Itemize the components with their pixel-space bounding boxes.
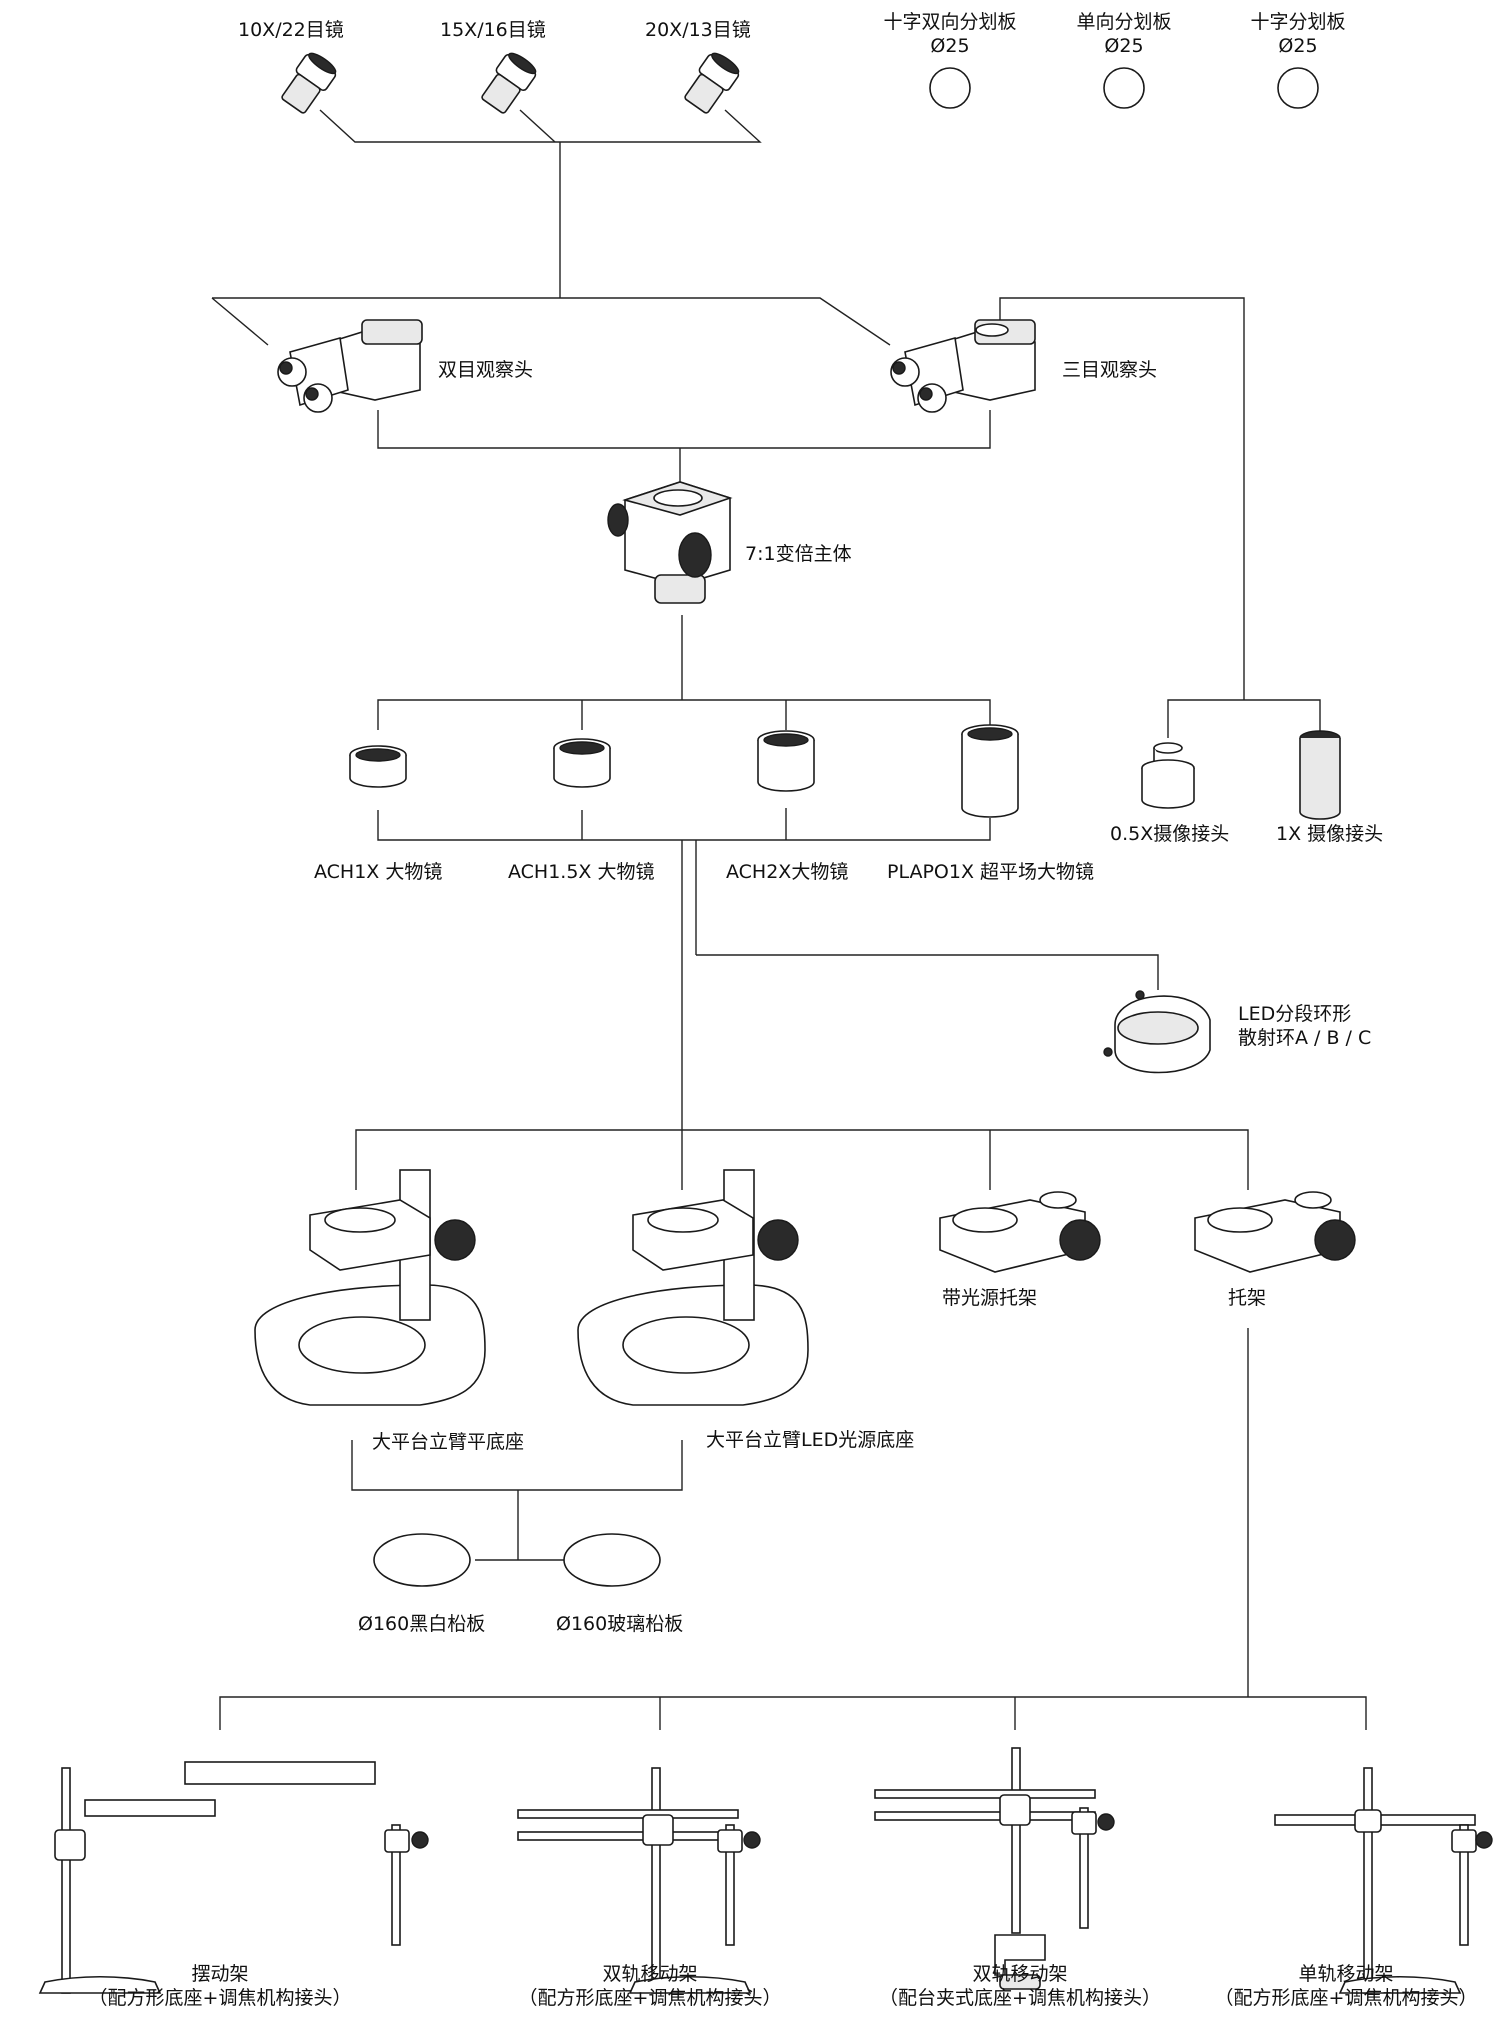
camera-adapter-05x-label: 0.5X摄像接头 — [1110, 823, 1230, 845]
dual-rail-stand-clamp-icon — [874, 1747, 1115, 1990]
dual-rail-stand-square-icon — [517, 1767, 761, 1994]
objective-ach1x-icon — [349, 745, 407, 788]
eyepiece-20x-label: 20X/13目镜 — [645, 19, 751, 41]
reticle-cross-label: 十字分划板 Ø25 — [1218, 10, 1378, 58]
eyepiece-15x-icon — [481, 52, 537, 114]
single-rail-stand-label: 单轨移动架 （配方形底座+调焦机构接头） — [1196, 1962, 1496, 2010]
plate-black-white-icon — [373, 1533, 471, 1587]
reticle-single-name: 单向分划板 — [1076, 11, 1172, 33]
objective-ach1x-label: ACH1X 大物镜 — [314, 861, 443, 883]
holder-with-light-icon — [939, 1191, 1101, 1273]
led-ring-light-line-2: 散射环A / B / C — [1238, 1027, 1372, 1049]
swing-arm-stand-name: 摆动架 — [191, 1963, 249, 1985]
holder-label: 托架 — [1228, 1287, 1267, 1309]
binocular-head-icon — [277, 319, 423, 413]
reticle-cross-size: Ø25 — [1278, 35, 1318, 57]
reticle-cross-double-label: 十字双向分划板 Ø25 — [870, 10, 1030, 58]
stand-led-base-icon — [577, 1169, 809, 1406]
objective-plapo1x-icon — [961, 724, 1019, 818]
single-rail-stand-detail: （配方形底座+调焦机构接头） — [1214, 1987, 1478, 2009]
zoom-body-icon — [607, 481, 733, 604]
stand-flat-base-label: 大平台立臂平底座 — [372, 1431, 525, 1453]
reticle-cross-double-icon — [929, 67, 971, 109]
stand-flat-base-icon — [254, 1169, 486, 1406]
reticle-cross-icon — [1277, 67, 1319, 109]
dual-rail-stand-clamp-label: 双轨移动架 （配台夹式底座+调焦机构接头） — [855, 1962, 1185, 2010]
dual-rail-stand-square-detail: （配方形底座+调焦机构接头） — [518, 1987, 782, 2009]
reticle-cross-name: 十字分划板 — [1250, 11, 1346, 33]
trinocular-head-icon — [890, 319, 1036, 413]
reticle-cross-double-name: 十字双向分划板 — [883, 11, 1017, 33]
reticle-cross-double-size: Ø25 — [930, 35, 970, 57]
dual-rail-stand-clamp-name: 双轨移动架 — [972, 1963, 1068, 1985]
dual-rail-stand-square-name: 双轨移动架 — [602, 1963, 698, 1985]
eyepiece-15x-label: 15X/16目镜 — [440, 19, 546, 41]
dual-rail-stand-square-label: 双轨移动架 （配方形底座+调焦机构接头） — [490, 1962, 810, 2010]
eyepiece-20x-icon — [684, 52, 740, 114]
camera-adapter-05x-icon — [1141, 742, 1195, 809]
eyepiece-10x-icon — [281, 52, 337, 114]
led-ring-light-icon — [1103, 990, 1211, 1074]
zoom-body-label: 7:1变倍主体 — [745, 543, 852, 565]
trinocular-head-label: 三目观察头 — [1062, 359, 1158, 381]
reticle-single-size: Ø25 — [1104, 35, 1144, 57]
objective-ach2x-label: ACH2X大物镜 — [726, 861, 849, 883]
led-ring-light-line-1: LED分段环形 — [1238, 1003, 1352, 1025]
stand-led-base-label: 大平台立臂LED光源底座 — [706, 1429, 915, 1451]
swing-arm-stand-label: 摆动架 （配方形底座+调焦机构接头） — [60, 1962, 380, 2010]
camera-adapter-1x-icon — [1299, 730, 1341, 820]
objective-ach15x-icon — [553, 738, 611, 788]
swing-arm-stand-icon — [38, 1761, 429, 1994]
connector-lines — [211, 109, 1367, 1730]
plate-glass-label: Ø160玻璃柗板 — [556, 1613, 684, 1635]
objective-plapo1x-label: PLAPO1X 超平场大物镜 — [887, 861, 1095, 883]
camera-adapter-1x-label: 1X 摄像接头 — [1276, 823, 1384, 845]
led-ring-light-label: LED分段环形 散射环A / B / C — [1238, 1002, 1371, 1050]
reticle-single-icon — [1103, 67, 1145, 109]
holder-with-light-label: 带光源托架 — [942, 1287, 1038, 1309]
holder-icon — [1194, 1191, 1356, 1273]
plate-black-white-label: Ø160黑白柗板 — [358, 1613, 486, 1635]
swing-arm-stand-detail: （配方形底座+调焦机构接头） — [88, 1987, 352, 2009]
eyepiece-10x-label: 10X/22目镜 — [238, 19, 344, 41]
reticle-single-label: 单向分划板 Ø25 — [1044, 10, 1204, 58]
dual-rail-stand-clamp-detail: （配台夹式底座+调焦机构接头） — [879, 1987, 1161, 2009]
plate-glass-icon — [563, 1533, 661, 1587]
objective-ach15x-label: ACH1.5X 大物镜 — [508, 861, 655, 883]
binocular-head-label: 双目观察头 — [438, 359, 534, 381]
objective-ach2x-icon — [757, 730, 815, 792]
single-rail-stand-icon — [1274, 1767, 1493, 1994]
single-rail-stand-name: 单轨移动架 — [1298, 1963, 1394, 1985]
